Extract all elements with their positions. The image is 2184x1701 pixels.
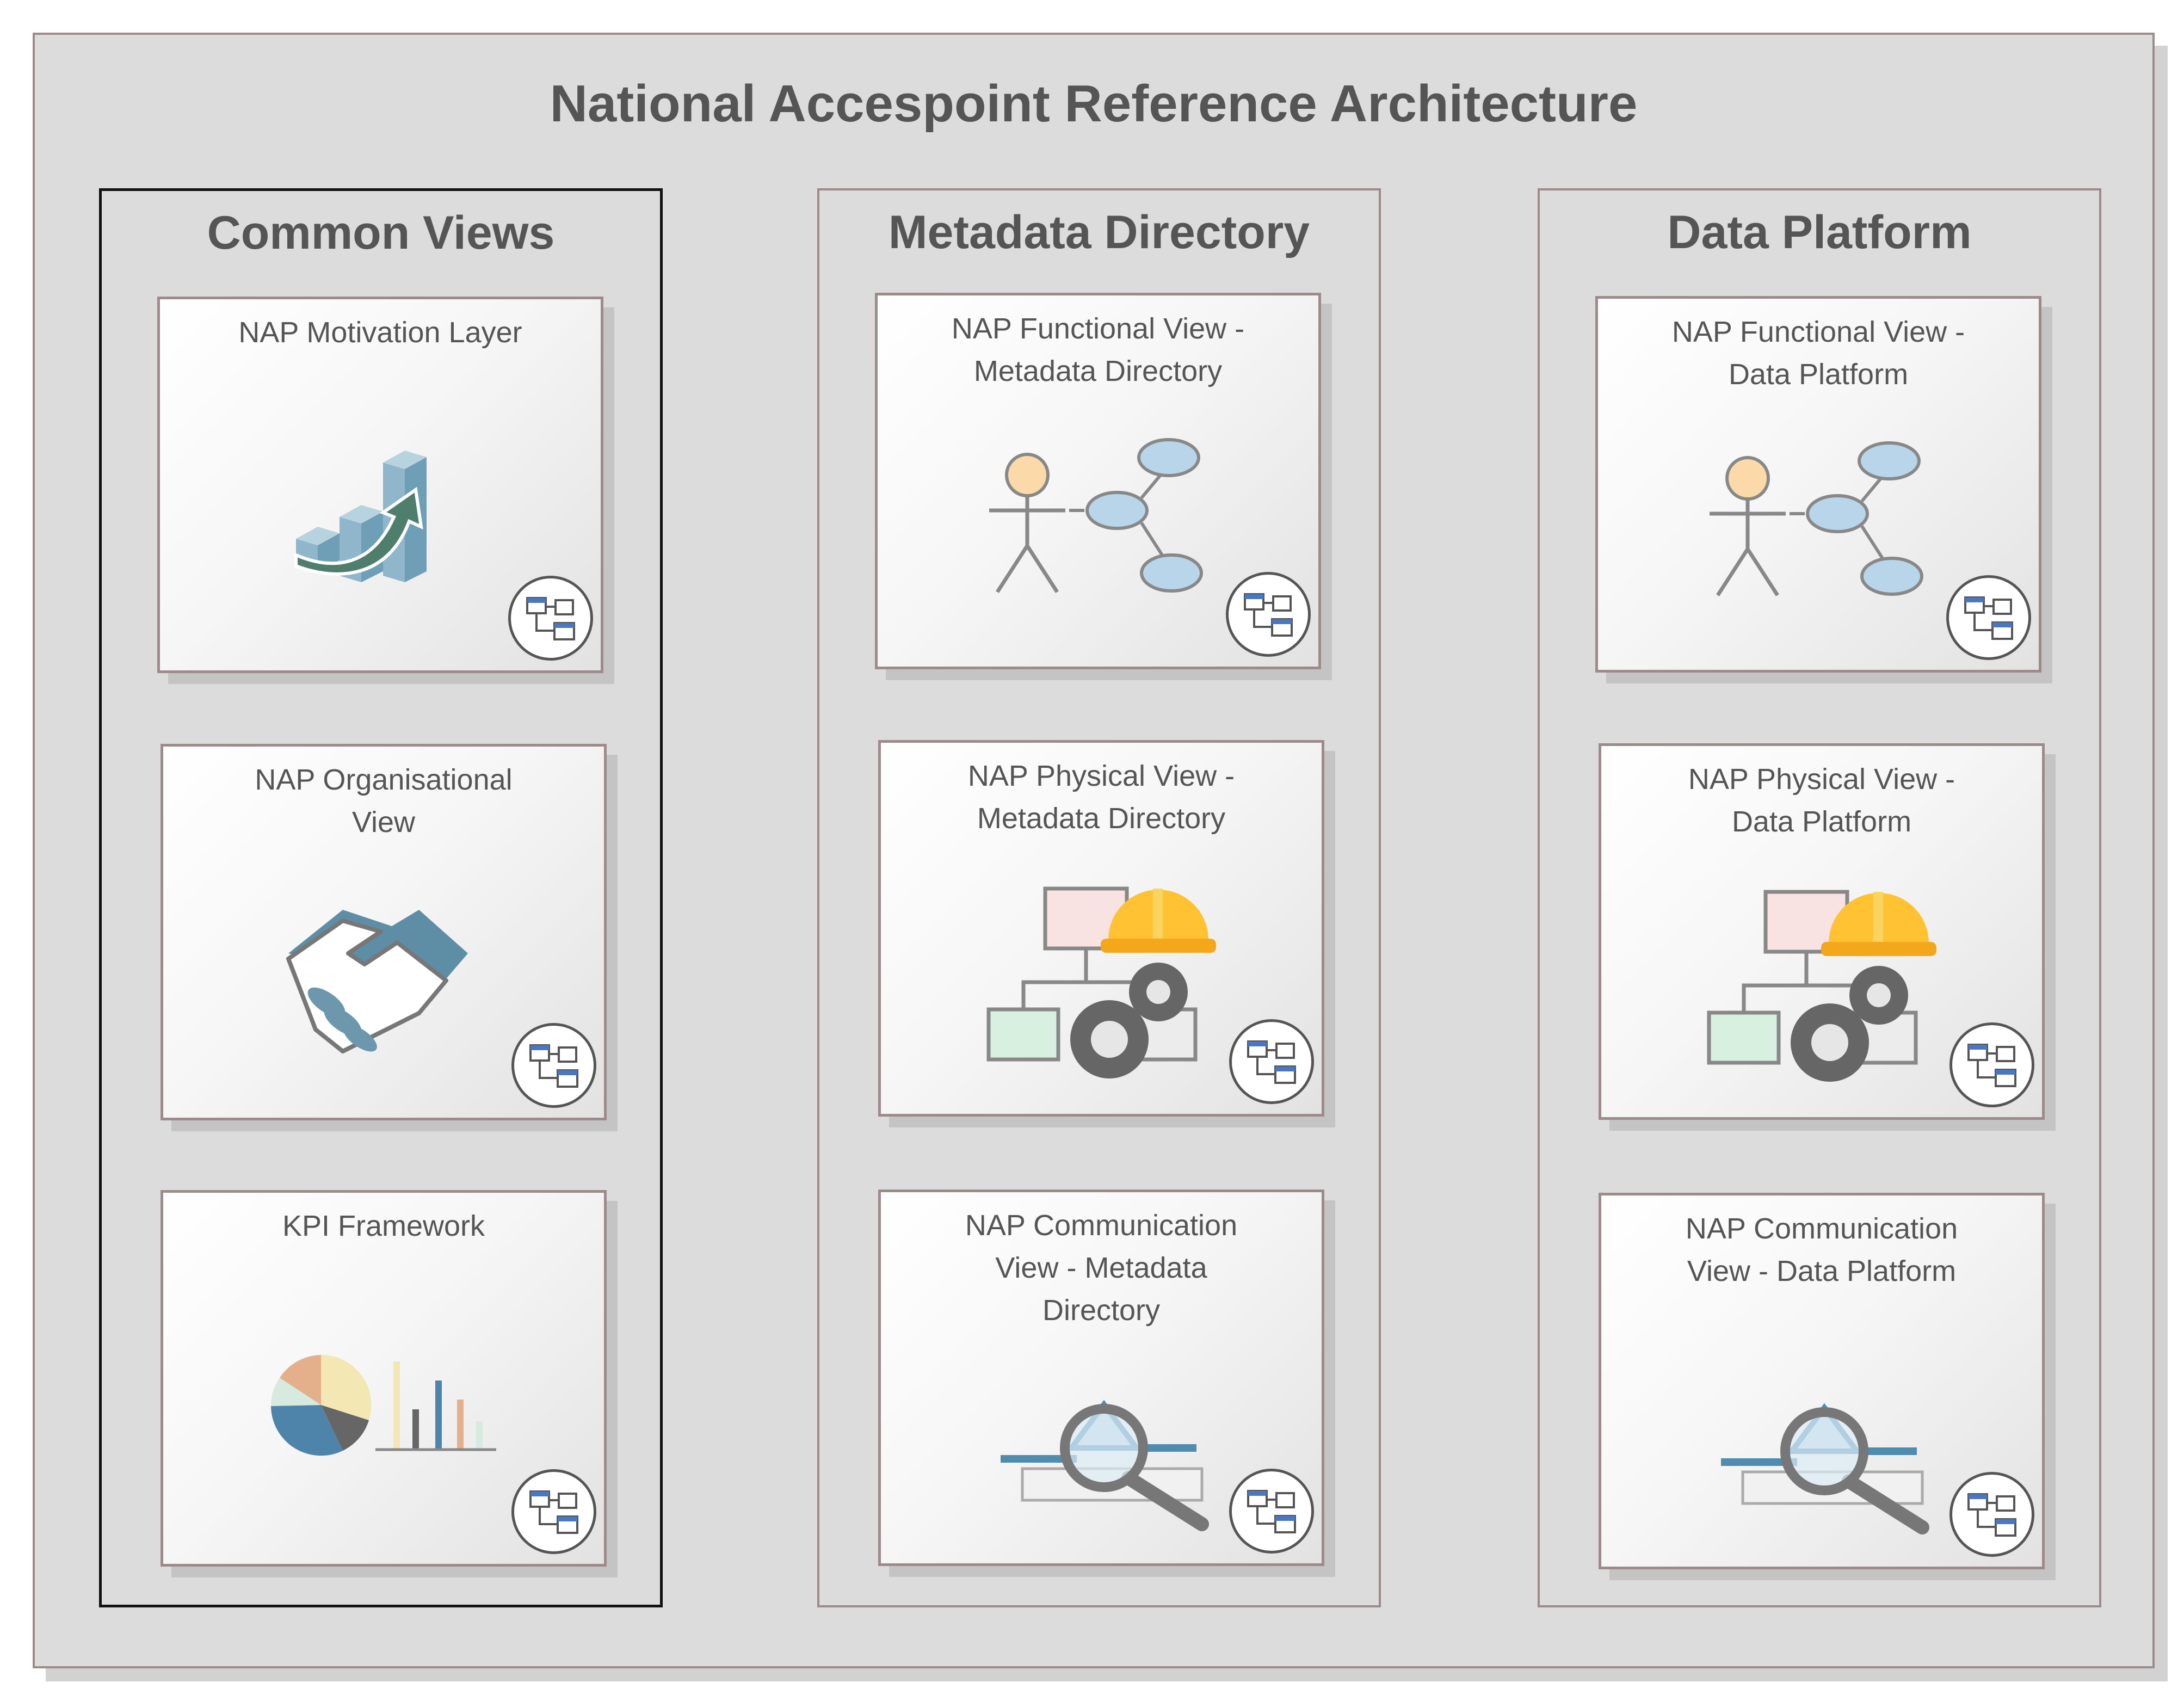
view-card-nap-communication-view-data-platform[interactable]: NAP Communication View - Data Platform	[1599, 1193, 2045, 1569]
page-title: National Accespoint Reference Architectu…	[550, 75, 1638, 133]
diagram-link-icon[interactable]	[1226, 572, 1311, 657]
view-card-title: NAP Motivation Layer	[238, 316, 522, 349]
view-card-nap-functional-view-data-platform[interactable]: NAP Functional View - Data Platform	[1595, 296, 2041, 673]
group-metadata-directory[interactable]: Metadata Directory NAP Functional View -…	[817, 188, 1381, 1607]
view-card-title: NAP Communication View - Metadata Direct…	[965, 1209, 1238, 1327]
view-card-title: NAP Physical View - Data Platform	[1688, 763, 1955, 838]
group-common-views[interactable]: Common Views NAP Motivation Layer	[99, 188, 663, 1607]
group-data-platform[interactable]: Data Platform NAP Functional View - Data…	[1538, 188, 2101, 1607]
view-card-nap-physical-view-data-platform[interactable]: NAP Physical View - Data Platform	[1599, 743, 2045, 1120]
diagram-link-icon[interactable]	[508, 576, 593, 661]
diagram-link-icon[interactable]	[1229, 1469, 1314, 1554]
view-card-nap-communication-view-metadata-directory[interactable]: NAP Communication View - Metadata Direct…	[878, 1190, 1324, 1566]
diagram-link-icon[interactable]	[1949, 1472, 2034, 1557]
diagram-link-icon[interactable]	[1229, 1019, 1314, 1104]
view-card-title: NAP Functional View - Data Platform	[1671, 316, 1965, 391]
view-card-title: KPI Framework	[282, 1210, 485, 1242]
group-title: Common Views	[207, 207, 555, 259]
view-card-nap-functional-view-metadata-directory[interactable]: NAP Functional View - Metadata Directory	[875, 293, 1321, 669]
view-card-nap-physical-view-metadata-directory[interactable]: NAP Physical View - Metadata Directory	[878, 740, 1324, 1117]
group-title: Data Platform	[1667, 206, 1972, 258]
view-card-title: NAP Organisational View	[255, 763, 513, 839]
view-card-kpi-framework[interactable]: KPI Framework	[161, 1190, 607, 1567]
view-card-title: NAP Functional View - Metadata Directory	[951, 312, 1245, 387]
diagram-link-icon[interactable]	[1949, 1022, 2034, 1107]
view-card-title: NAP Physical View - Metadata Directory	[967, 760, 1235, 835]
view-card-nap-organisational-view[interactable]: NAP Organisational View	[161, 744, 607, 1120]
diagram-link-icon[interactable]	[511, 1469, 596, 1554]
architecture-diagram-frame: National Accespoint Reference Architectu…	[33, 33, 2155, 1668]
view-card-nap-motivation-layer[interactable]: NAP Motivation Layer	[157, 297, 603, 673]
diagram-link-icon[interactable]	[1946, 575, 2031, 660]
diagram-link-icon[interactable]	[511, 1023, 596, 1108]
view-card-title: NAP Communication View - Data Platform	[1685, 1212, 1958, 1287]
group-title: Metadata Directory	[888, 206, 1310, 258]
